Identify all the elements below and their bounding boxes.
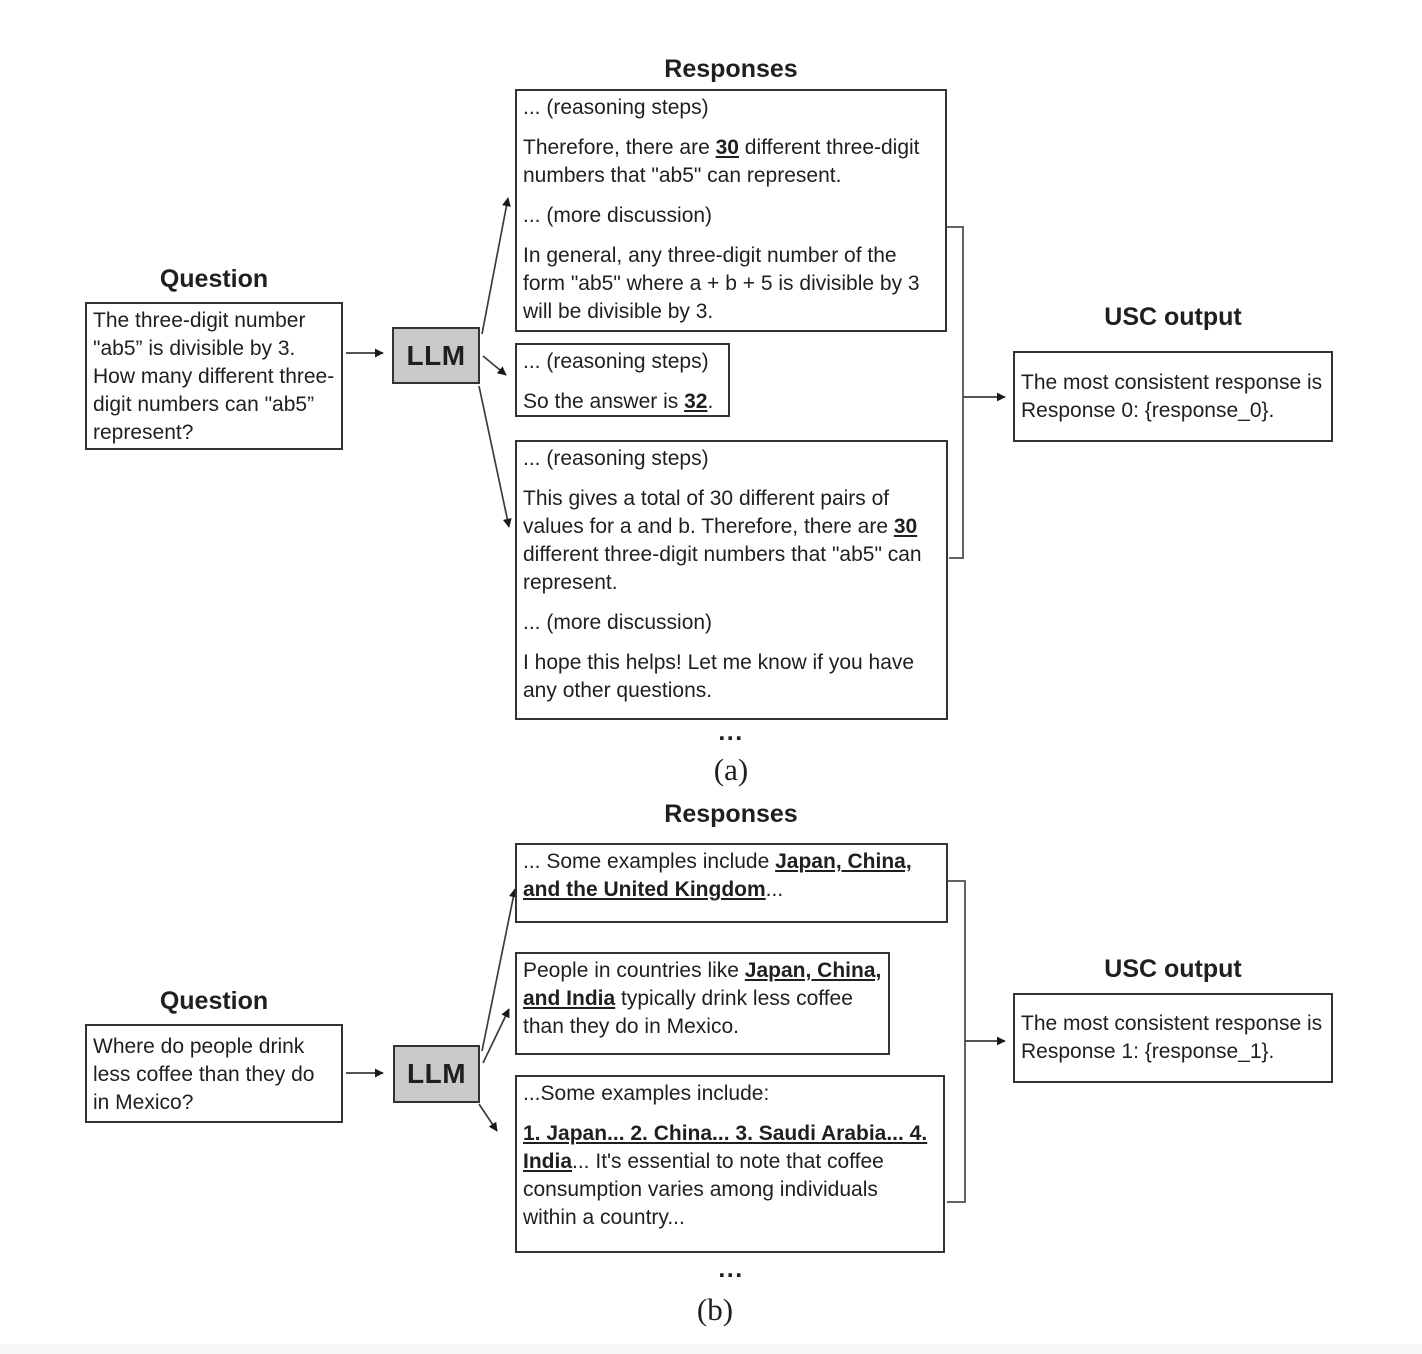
response-paragraph: ... (reasoning steps) [523,96,709,119]
arrow-llm-to-response-b2 [478,1103,498,1132]
bottom-edge-strip [0,1344,1422,1354]
usc-output-heading-b: USC output [1104,955,1242,983]
response-box-b0: ... Some examples include Japan, China, … [515,843,948,923]
arrow-llm-to-response-b1 [482,1008,510,1064]
response-box-a0: ... (reasoning steps) Therefore, there a… [515,89,947,332]
more-responses-ellipsis-a: ... [718,718,744,746]
response-paragraph: In general, any three-digit number of th… [523,244,920,323]
response-paragraph: ... (more discussion) [523,204,713,227]
question-box-a: The three-digit number "ab5” is divisibl… [85,302,343,450]
response-box-b2: ...Some examples include: 1. Japan... 2.… [515,1075,945,1253]
response-box-a1: ... (reasoning steps) So the answer is 3… [515,343,730,417]
response-paragraph: I hope this helps! Let me know if you ha… [523,651,915,702]
question-heading-b: Question [159,987,269,1015]
caption-a: (a) [713,752,749,787]
response-paragraph: Therefore, there are 30 different three-… [523,136,920,187]
response-paragraph: ... Some examples include Japan, China, … [523,850,912,901]
arrow-llm-to-response-a0 [481,197,511,335]
bracket-b [945,880,966,1203]
question-box-b: Where do people drink less coffee than t… [85,1024,343,1123]
usc-output-box-a: The most consistent response is Response… [1013,351,1333,442]
more-responses-ellipsis-b: ... [718,1255,744,1283]
response-paragraph: ... (more discussion) [523,611,713,634]
response-paragraph: ... (reasoning steps) [523,350,709,373]
response-paragraph: This gives a total of 30 different pairs… [523,487,922,594]
arrow-llm-to-response-a1 [482,355,507,376]
question-text-a: The three-digit number "ab5” is divisibl… [93,309,335,444]
usc-output-box-b: The most consistent response is Response… [1013,993,1333,1083]
llm-box-a: LLM [392,327,480,384]
response-paragraph: People in countries like Japan, China, a… [523,959,882,1038]
response-paragraph: ... (reasoning steps) [523,447,709,470]
bracket-a [947,226,964,559]
usc-output-heading-a: USC output [1104,303,1242,331]
response-paragraph: ...Some examples include: [523,1082,770,1105]
response-paragraph: 1. Japan... 2. China... 3. Saudi Arabia.… [523,1122,928,1229]
responses-heading-a: Responses [664,55,798,83]
caption-b: (b) [696,1292,734,1327]
responses-heading-b: Responses [664,800,798,828]
response-paragraph: So the answer is 32. [523,390,714,413]
llm-box-b: LLM [393,1045,480,1103]
question-heading-a: Question [159,265,269,293]
usc-output-text-b: The most consistent response is Response… [1021,1012,1323,1063]
response-box-a2: ... (reasoning steps) This gives a total… [515,440,948,720]
arrow-llm-to-response-b0 [481,888,518,1052]
response-box-b1: People in countries like Japan, China, a… [515,952,890,1055]
arrow-llm-to-response-a2 [478,385,512,528]
usc-output-text-a: The most consistent response is Response… [1021,370,1323,422]
question-text-b: Where do people drink less coffee than t… [93,1035,315,1114]
